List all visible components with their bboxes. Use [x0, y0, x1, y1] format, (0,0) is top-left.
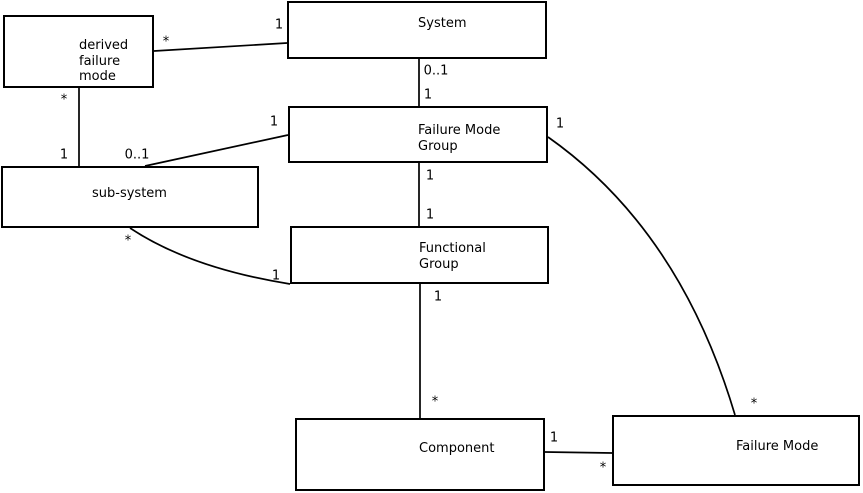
box-label-system: System [418, 16, 467, 31]
box-derived-failure-mode [3, 15, 154, 88]
multiplicity-label-sub-system-to-failure-mode-group-0: 0..1 [124, 147, 150, 163]
box-sub-system [1, 166, 259, 228]
connector-sub-system-to-failure-mode-group [144, 134, 289, 167]
box-label-derived-failure-mode: derived failure mode [79, 38, 129, 84]
multiplicity-label-system-to-failure-mode-group-0: 0..1 [423, 63, 449, 79]
connector-component-to-failure-mode [544, 451, 613, 454]
multiplicity-label-failure-mode-group-to-functional-group-0: 1 [425, 168, 435, 184]
multiplicity-label-sub-system-to-functional-group-0: * [124, 233, 132, 249]
connector-sub-system-to-functional-group [129, 227, 291, 285]
multiplicity-label-system-to-failure-mode-group-1: 1 [423, 87, 433, 103]
multiplicity-label-failure-mode-group-to-failure-mode-0: 1 [555, 116, 565, 132]
box-label-failure-mode: Failure Mode [736, 439, 819, 454]
multiplicity-label-derived-failure-mode-to-system-1: 1 [274, 17, 284, 33]
multiplicity-label-derived-failure-mode-to-sub-system-0: * [60, 92, 68, 108]
connector-derived-failure-mode-to-system [153, 42, 288, 52]
box-label-failure-mode-group: Failure Mode Group [418, 123, 501, 154]
multiplicity-label-component-to-failure-mode-1: * [599, 460, 607, 476]
connector-failure-mode-group-to-failure-mode [547, 136, 736, 416]
multiplicity-label-failure-mode-group-to-functional-group-1: 1 [425, 207, 435, 223]
box-label-component: Component [419, 441, 495, 456]
multiplicity-label-sub-system-to-failure-mode-group-1: 1 [269, 114, 279, 130]
multiplicity-label-sub-system-to-functional-group-1: 1 [271, 268, 281, 284]
box-system [287, 1, 547, 59]
multiplicity-label-functional-group-to-component-0: 1 [433, 289, 443, 305]
multiplicity-label-component-to-failure-mode-0: 1 [549, 430, 559, 446]
multiplicity-label-derived-failure-mode-to-sub-system-1: 1 [59, 147, 69, 163]
multiplicity-label-functional-group-to-component-1: * [431, 394, 439, 410]
multiplicity-label-failure-mode-group-to-failure-mode-1: * [750, 396, 758, 412]
box-functional-group [290, 226, 549, 284]
multiplicity-label-derived-failure-mode-to-system-0: * [162, 34, 170, 50]
box-failure-mode [612, 415, 860, 486]
box-component [295, 418, 545, 491]
box-label-sub-system: sub-system [92, 186, 167, 201]
box-label-functional-group: Functional Group [419, 241, 486, 272]
box-failure-mode-group [288, 106, 548, 163]
